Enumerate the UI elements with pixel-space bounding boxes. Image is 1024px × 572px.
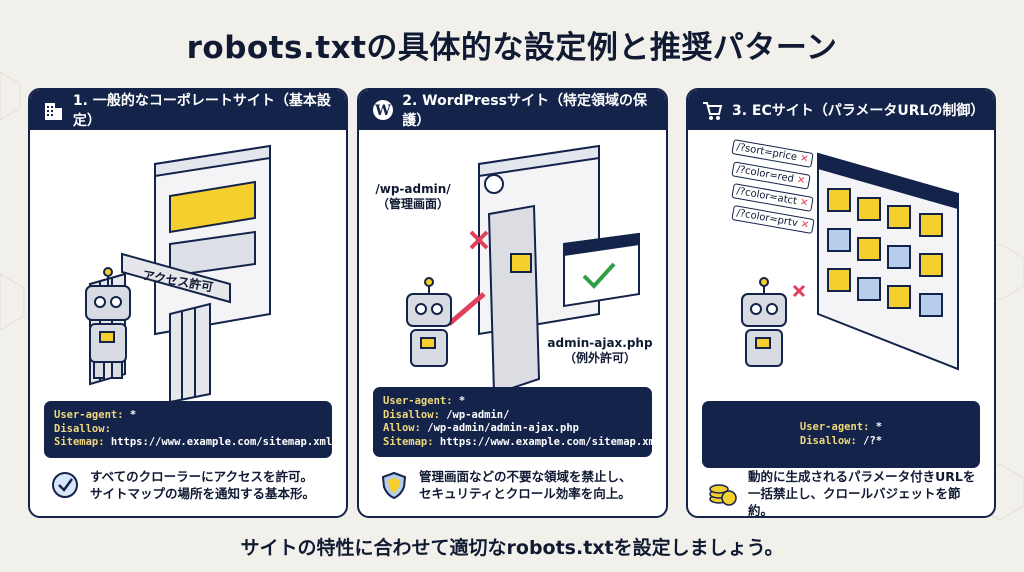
card-title: 2. WordPressサイト（特定領域の保護） — [402, 93, 647, 129]
ec-parameter-illustration — [741, 152, 959, 371]
check-circle-icon — [52, 472, 78, 498]
browser-window — [154, 144, 271, 336]
building-icon — [42, 98, 65, 122]
blocked-path-label: /wp-admin/（管理画面） — [375, 182, 451, 211]
blocked-x-icon — [792, 284, 806, 298]
robots-code-block: User-agent: * Disallow: Sitemap: https:/… — [44, 401, 332, 458]
allowed-path-label: admin-ajax.php（例外許可） — [547, 336, 653, 365]
page-title: robots.txtの具体的な設定例と推奨パターン — [186, 30, 838, 66]
robot-icon — [85, 267, 131, 379]
card-note: 動的に生成されるパラメータ付きURLを一括禁止し、クロールバジェットを節約。 — [708, 468, 984, 516]
wordpress-icon: W — [371, 98, 394, 122]
card-ec-site: 3. ECサイト（パラメータURLの制御） /?sort=price ✕ /?c… — [686, 88, 996, 518]
gate-robot-illustration: アクセス許可 — [85, 144, 271, 404]
blocked-x-icon — [469, 230, 489, 250]
card-header: 1. 一般的なコーポレートサイト（基本設定） — [30, 90, 346, 130]
card-wordpress-site: W 2. WordPressサイト（特定領域の保護） /wp-admin/（管理… — [357, 88, 668, 518]
cart-icon — [700, 98, 724, 122]
robot-icon — [741, 277, 787, 367]
card-header: 3. ECサイト（パラメータURLの制御） — [688, 90, 994, 130]
card-title: 1. 一般的なコーポレートサイト（基本設定） — [72, 93, 331, 129]
card-note: 管理画面などの不要な領域を禁止し、セキュリティとクロール効率を向上。 — [379, 468, 656, 502]
card-corporate-site: 1. 一般的なコーポレートサイト（基本設定） アクセス許可 User-agent… — [28, 88, 348, 518]
arrow-icon — [447, 292, 486, 326]
wordpress-door-illustration — [406, 144, 640, 396]
svg-text:W: W — [374, 103, 391, 119]
footer-message: サイトの特性に合わせて適切なrobots.txtを設定しましょう。 — [240, 537, 784, 559]
card-note: すべてのクローラーにアクセスを許可。サイトマップの場所を通知する基本形。 — [50, 468, 336, 502]
card-title: 3. ECサイト（パラメータURLの制御） — [732, 103, 985, 119]
card-header: W 2. WordPressサイト（特定領域の保護） — [359, 90, 666, 130]
robots-code-block: User-agent: * Disallow: /?* — [702, 401, 980, 468]
robots-code-block: User-agent: * Disallow: /wp-admin/ Allow… — [373, 387, 661, 457]
coins-icon — [709, 483, 737, 506]
shield-icon — [381, 471, 407, 500]
robot-icon — [406, 277, 452, 367]
